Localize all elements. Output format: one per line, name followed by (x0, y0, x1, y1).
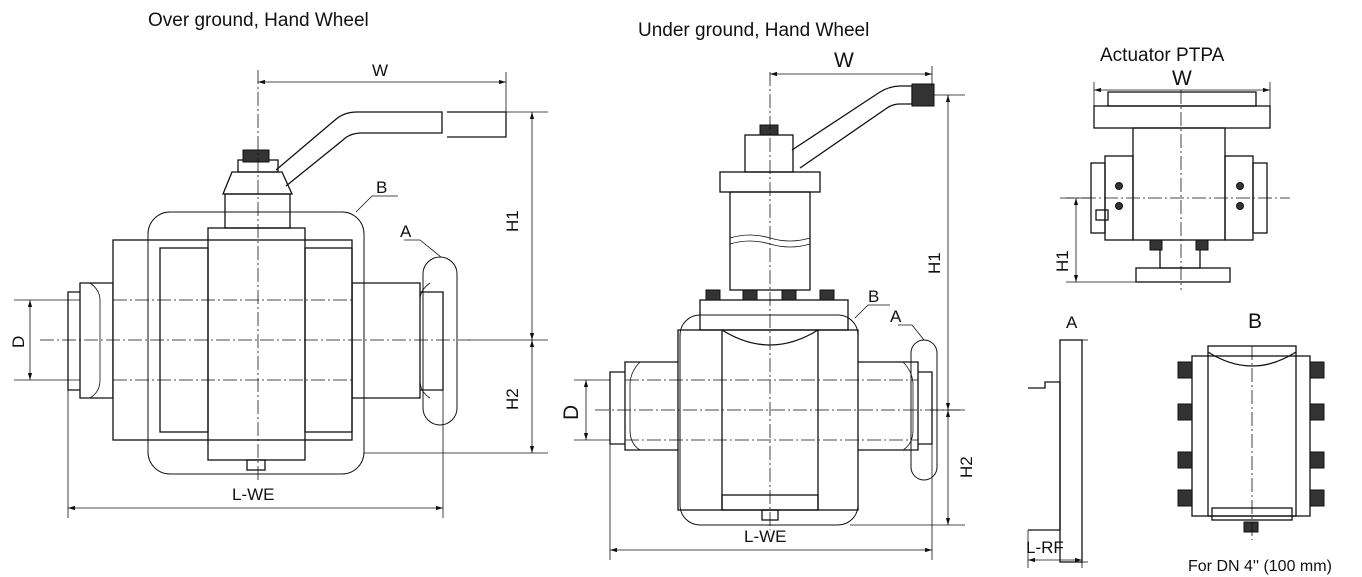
detail-b: B For DN 4'' (100 mm) (1177, 310, 1332, 575)
label-b-under: B (868, 287, 879, 306)
dim-lwe-over: L-WE (232, 485, 275, 504)
title-actuator: Actuator PTPA (1100, 45, 1225, 66)
dim-h2-under: H2 (957, 456, 976, 478)
dim-h1-over: H1 (503, 210, 522, 232)
detail-b-title: B (1248, 310, 1262, 333)
dn-note: For DN 4'' (100 mm) (1188, 558, 1332, 575)
label-a: A (400, 222, 412, 241)
dim-h2-over: H2 (503, 388, 522, 410)
dim-h1-under: H1 (925, 252, 944, 274)
label-b: B (376, 178, 387, 197)
stem-nut (242, 149, 270, 163)
dim-d-under: D (560, 405, 583, 420)
handle-under (791, 85, 913, 169)
dim-w-over: W (372, 61, 388, 80)
title-under-ground: Under ground, Hand Wheel (638, 20, 869, 41)
dim-lwe-under: L-WE (744, 527, 787, 546)
detail-a-title: A (1066, 313, 1078, 332)
actuator-body (1132, 127, 1226, 241)
view-under-ground: B A W H1 H2 D L-WE (560, 49, 976, 560)
right-pipe-end (351, 282, 444, 399)
view-over-ground: B A W H1 H2 D L-WE (9, 61, 548, 518)
label-a-under: A (890, 307, 902, 326)
handle (275, 111, 443, 187)
detail-a-frame (422, 256, 458, 426)
flange-face (1059, 339, 1083, 563)
detail-a: A L-RF (1026, 313, 1088, 568)
dim-d-over: D (9, 336, 28, 348)
valve-body-under (677, 329, 859, 511)
title-over-ground: Over ground, Hand Wheel (148, 10, 369, 31)
view-actuator: W H1 (1053, 67, 1290, 290)
dim-l-rf: L-RF (1026, 538, 1064, 557)
dim-h1-actuator: H1 (1053, 250, 1072, 272)
dim-w-actuator: W (1172, 67, 1192, 90)
dim-w-under: W (834, 49, 854, 72)
detail-b-frame (147, 211, 365, 475)
